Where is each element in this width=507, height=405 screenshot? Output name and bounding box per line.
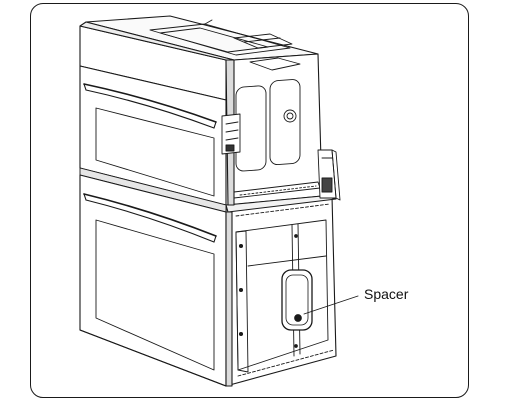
side-connection-box [317,149,341,201]
top-panel-details [149,19,301,71]
upper-oven-door [79,21,235,206]
lower-oven-door [79,174,233,387]
spacer-part [281,269,313,331]
callout-leader-line [303,295,359,315]
oven-rear-body [85,15,337,387]
spacer-callout-label: Spacer [364,286,409,302]
